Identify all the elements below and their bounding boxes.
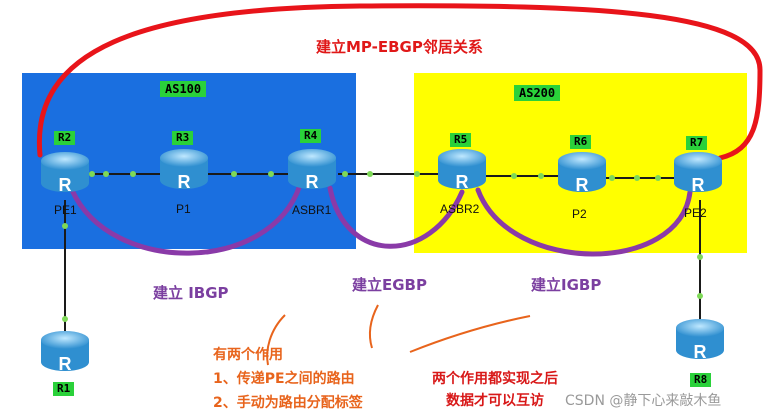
ebgp-curve: [327, 185, 465, 249]
router-tag-r7: R7: [686, 136, 708, 150]
router-tag-r6: R6: [570, 135, 592, 149]
as100-label: AS100: [160, 81, 207, 97]
mp-ebgp-curve: [36, 3, 763, 161]
router-tag-r8: R8: [690, 373, 712, 387]
svg-text:R: R: [576, 175, 589, 195]
link-dots: [62, 171, 703, 322]
svg-text:R: R: [178, 172, 191, 192]
device-name-pe2: PE2: [684, 206, 707, 220]
device-name-p1: P1: [176, 202, 191, 216]
ebgp-label: 建立EGBP: [352, 276, 427, 294]
role-2: 2、手动为路由分配标签: [213, 395, 363, 411]
router-tag-r3: R3: [172, 131, 194, 145]
svg-text:R: R: [692, 175, 705, 195]
ibgp-right-curve: [475, 187, 693, 257]
svg-text:R: R: [456, 172, 469, 192]
orange-stroke-1: [266, 314, 286, 366]
svg-text:R: R: [59, 175, 72, 195]
router-icon: R: [674, 152, 722, 195]
router-tag-r2: R2: [54, 131, 76, 145]
orange-stroke-2: [369, 304, 379, 349]
physical-links: [64, 173, 701, 338]
result-line-1: 两个作用都实现之后: [432, 371, 558, 387]
router-icon: R: [676, 319, 724, 362]
mp-ebgp-label: 建立MP-EBGP邻居关系: [316, 38, 483, 56]
router-icon: R: [160, 149, 208, 192]
router-icon: R: [438, 149, 486, 192]
router-tag-r5: R5: [450, 133, 472, 147]
svg-text:R: R: [59, 354, 72, 374]
svg-text:R: R: [694, 342, 707, 362]
watermark: CSDN @静下心来敲木鱼: [565, 393, 722, 409]
router-icon: R: [558, 152, 606, 195]
router-tag-r4: R4: [300, 129, 322, 143]
router-icon: R: [41, 331, 89, 374]
device-name-asbr2: ASBR2: [440, 202, 480, 216]
device-name-asbr1: ASBR1: [292, 203, 332, 217]
ibgp-left-label: 建立 IBGP: [153, 284, 229, 302]
roles-title: 有两个作用: [213, 347, 283, 363]
device-name-p2: P2: [572, 207, 587, 221]
result-line-2: 数据才可以互访: [446, 393, 544, 409]
orange-stroke-3: [409, 315, 531, 353]
as200-label: AS200: [514, 85, 561, 101]
ibgp-left-curve: [69, 182, 303, 256]
device-name-pe1: PE1: [54, 203, 77, 217]
router-icon: R: [41, 152, 89, 195]
ibgp-right-label: 建立IGBP: [531, 276, 602, 294]
router-tag-r1: R1: [53, 382, 75, 396]
svg-text:R: R: [306, 172, 319, 192]
role-1: 1、传递PE之间的路由: [213, 371, 355, 387]
router-icon: R: [288, 149, 336, 192]
